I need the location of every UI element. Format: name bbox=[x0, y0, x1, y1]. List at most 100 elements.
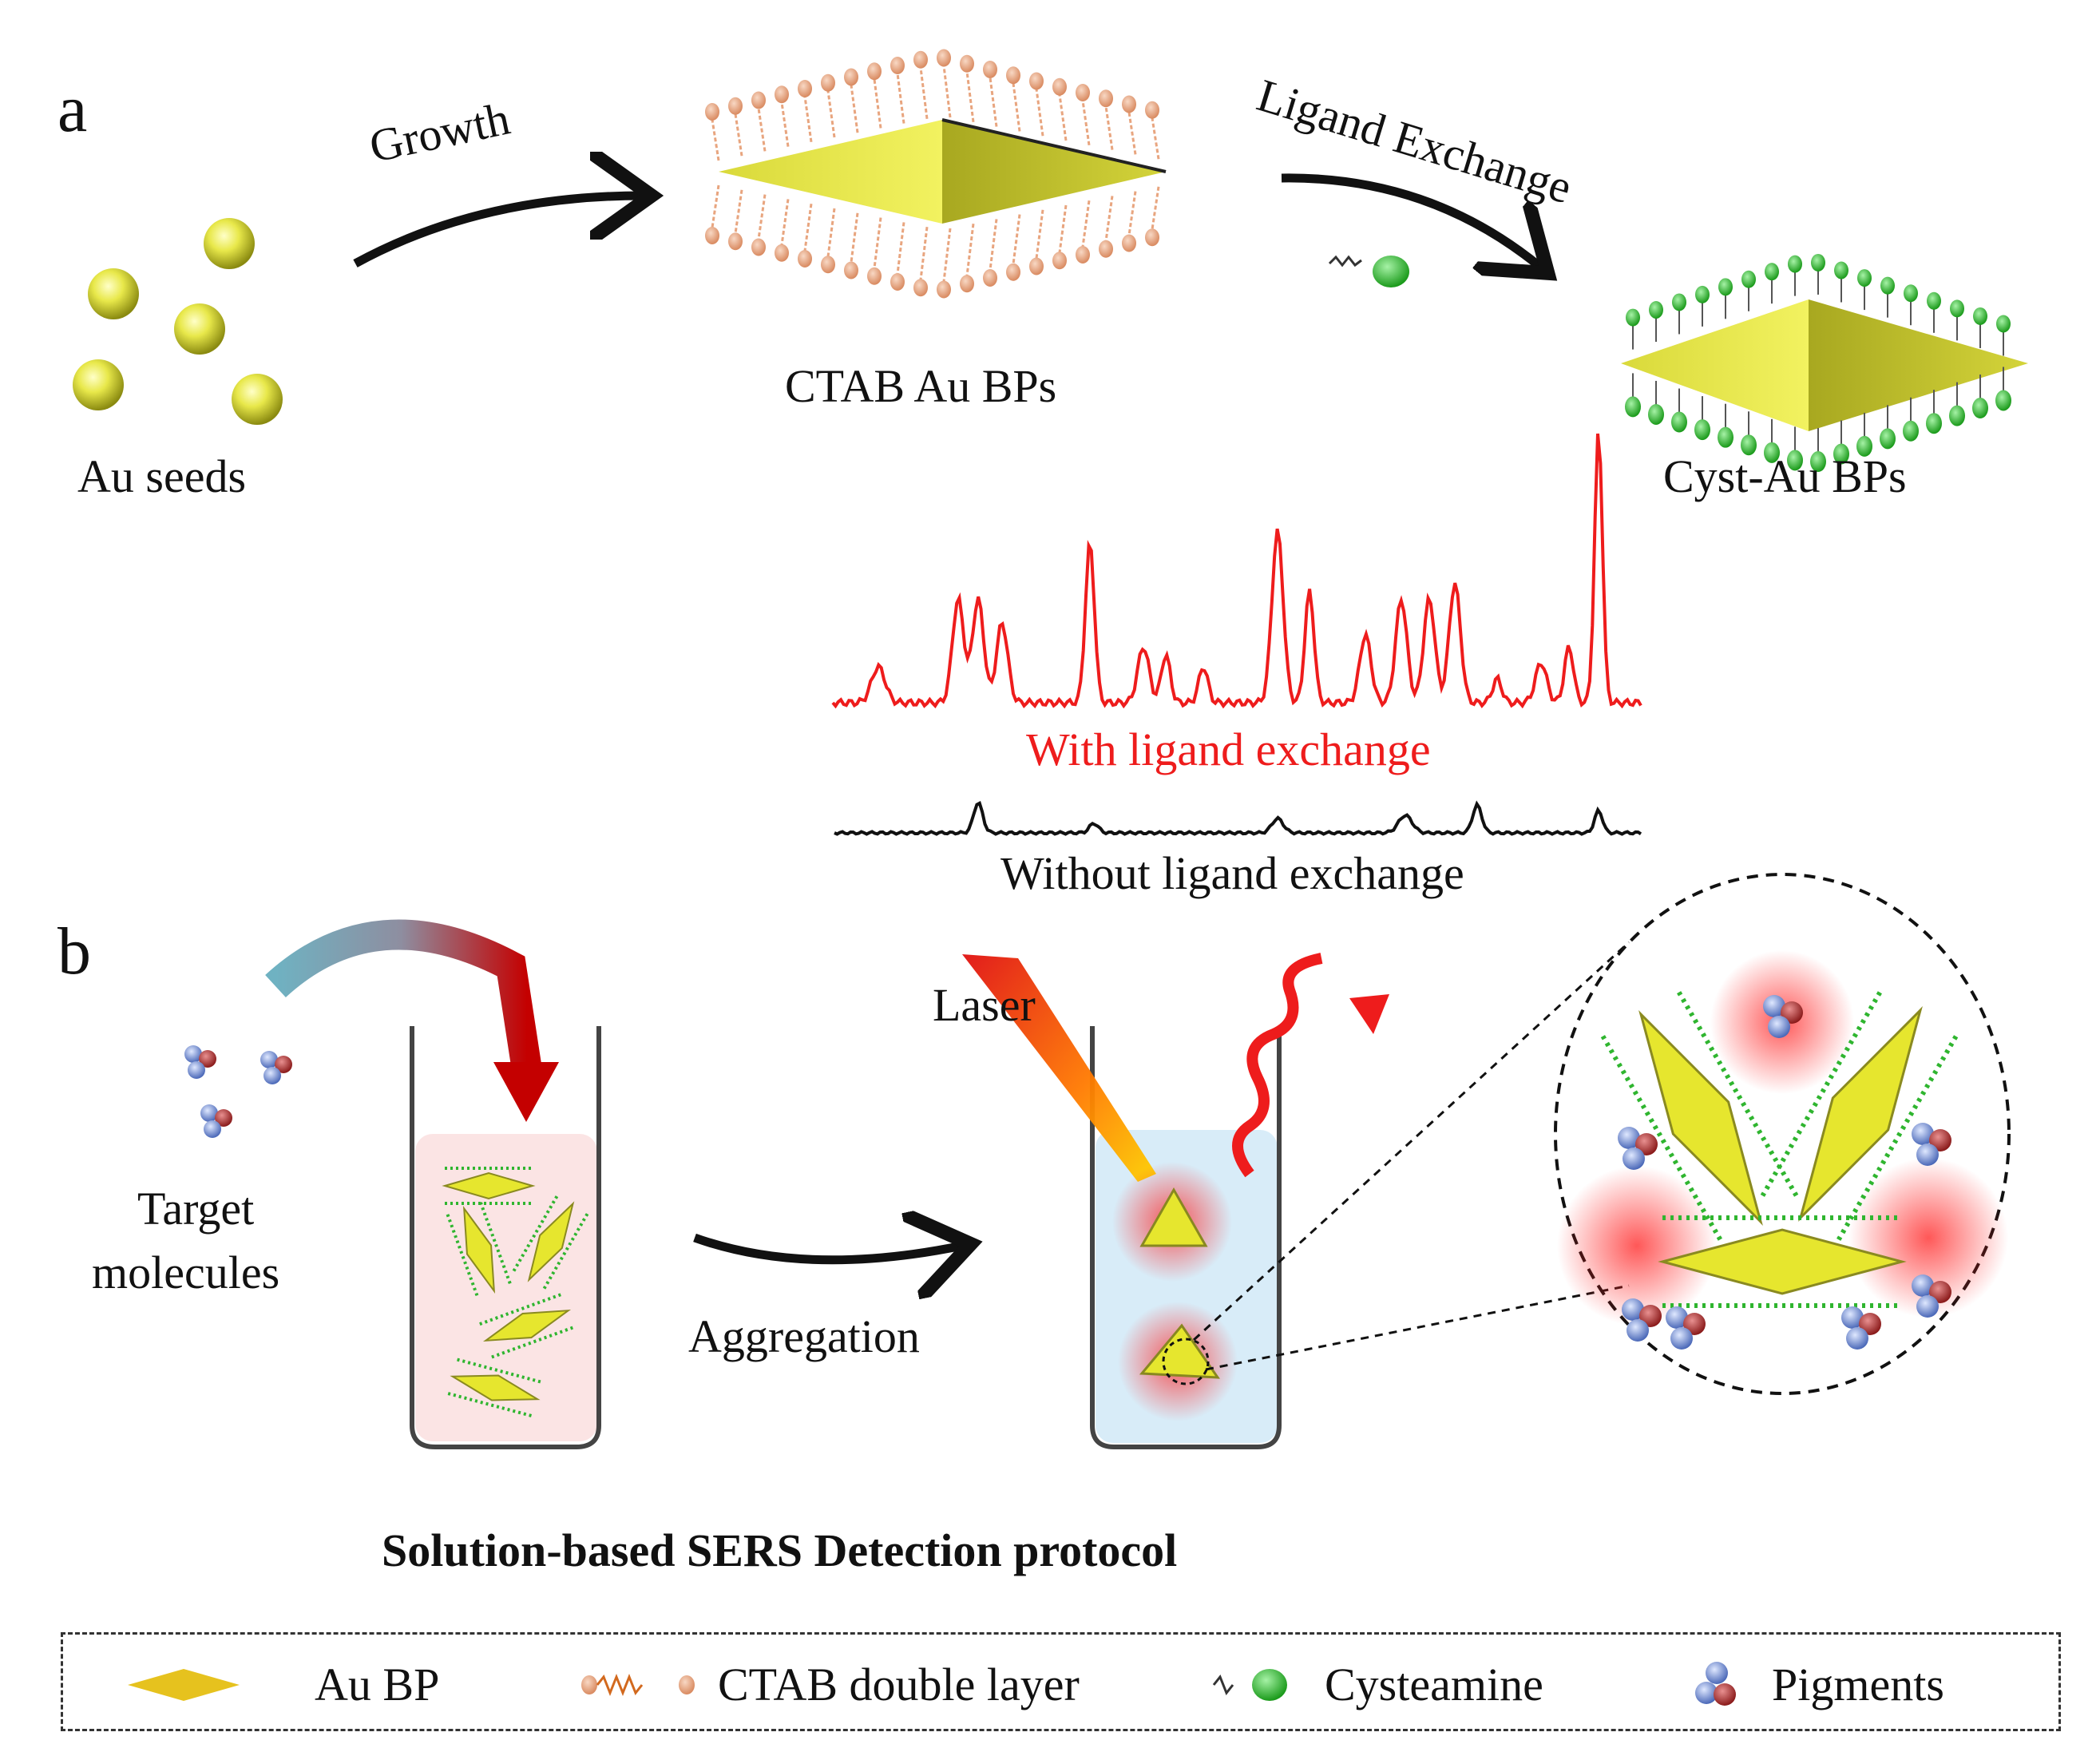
au-bp-icon bbox=[512, 1194, 590, 1290]
ctab-tail bbox=[780, 199, 790, 245]
pigment-atom bbox=[1912, 1274, 1934, 1297]
ctab-tail bbox=[803, 203, 813, 252]
cysteamine-head bbox=[1695, 285, 1710, 303]
add-molecules-arrow-icon bbox=[265, 919, 542, 1072]
ctab-tail bbox=[873, 79, 882, 129]
figure-title: Solution-based SERS Detection protocol bbox=[382, 1524, 1178, 1576]
au-bp-icon bbox=[479, 1292, 575, 1359]
ctab-tail bbox=[850, 85, 859, 133]
cysteamine-head bbox=[1950, 299, 1964, 318]
au-bp-icon bbox=[446, 1202, 513, 1298]
cysteamine-head bbox=[1926, 413, 1942, 434]
ctab-tail bbox=[896, 222, 905, 275]
cysteamine-head bbox=[1741, 434, 1757, 456]
ctab-tail bbox=[1058, 204, 1068, 253]
pigment-atom bbox=[1618, 1127, 1640, 1149]
ctab-head bbox=[983, 61, 997, 78]
zoom-guide-line bbox=[1205, 1284, 1630, 1371]
cysteamine-head bbox=[1857, 269, 1872, 287]
ctab-head bbox=[1029, 72, 1044, 90]
ctab-tail bbox=[757, 108, 767, 152]
au-seed-icon bbox=[232, 374, 283, 425]
pigment-atom bbox=[204, 1120, 221, 1138]
legend-pigments-icon bbox=[1695, 1662, 1736, 1706]
cysteamine-head bbox=[1625, 396, 1641, 418]
ctab-tail bbox=[919, 67, 929, 119]
ctab-tail bbox=[803, 96, 813, 143]
pigment-atom bbox=[1859, 1313, 1881, 1335]
pigment-atom bbox=[1929, 1281, 1951, 1303]
pigment-atom bbox=[1768, 1016, 1790, 1038]
ctab-head bbox=[960, 54, 974, 73]
aggregate-lower bbox=[1118, 1302, 1238, 1421]
au-seed-icon bbox=[174, 303, 225, 355]
ctab-tail bbox=[896, 73, 905, 124]
cysteamine-head bbox=[1718, 278, 1733, 296]
pigment-atom bbox=[184, 1045, 202, 1063]
au-seeds-group bbox=[73, 218, 283, 425]
cysteamine-head bbox=[1626, 308, 1640, 327]
ctab-au-bp-icon bbox=[705, 49, 1167, 299]
pigment-atom bbox=[260, 1051, 278, 1068]
ctab-tail bbox=[1035, 89, 1044, 137]
ctab-tail bbox=[989, 219, 998, 271]
legend: Au BP CTAB double layer Cysteamine Pigme… bbox=[61, 1632, 2061, 1731]
ctab-head bbox=[775, 85, 789, 104]
ctab-head bbox=[775, 244, 789, 262]
pigment-atom bbox=[1683, 1313, 1706, 1335]
ctab-au-bps-label: CTAB Au BPs bbox=[785, 360, 1057, 412]
ctab-head bbox=[1052, 252, 1067, 270]
target-molecules-group bbox=[184, 1045, 292, 1138]
legend-au-bp-icon bbox=[128, 1669, 240, 1701]
ctab-tail bbox=[1151, 186, 1160, 230]
pigment-atom bbox=[188, 1061, 205, 1079]
ctab-head bbox=[913, 279, 928, 297]
ctab-head bbox=[1145, 228, 1159, 247]
ctab-head bbox=[937, 49, 951, 67]
ctab-tail bbox=[1081, 100, 1091, 146]
pigment-atom bbox=[1670, 1327, 1693, 1350]
add-molecules-arrowhead-icon bbox=[493, 1062, 559, 1122]
ctab-head bbox=[705, 103, 719, 121]
aggregate-upper bbox=[1112, 1162, 1232, 1282]
cysteamine-head bbox=[1973, 307, 1987, 325]
ctab-tail bbox=[942, 65, 952, 118]
zoomed-aggregate-inset bbox=[1554, 873, 2011, 1395]
ctab-tail bbox=[873, 217, 882, 268]
cyst-au-bp-icon bbox=[1621, 253, 2028, 473]
au-seed-icon bbox=[88, 268, 139, 319]
aggregation-label: Aggregation bbox=[688, 1310, 920, 1362]
cysteamine-head bbox=[1880, 428, 1896, 450]
ctab-tail bbox=[1012, 214, 1021, 264]
pigment-atom bbox=[1623, 1147, 1645, 1170]
panel-a-letter: a bbox=[57, 72, 88, 146]
ctab-head bbox=[1099, 89, 1113, 108]
au-bp-icon bbox=[447, 1358, 543, 1418]
cysteamine-head bbox=[1764, 442, 1780, 463]
cysteamine-head bbox=[1694, 419, 1710, 441]
legend-item-au-bp: Au BP bbox=[315, 1658, 440, 1710]
cysteamine-head bbox=[1904, 284, 1918, 303]
target-molecules-label-line2: molecules bbox=[92, 1247, 280, 1298]
ctab-tail bbox=[1127, 112, 1137, 155]
ctab-head bbox=[821, 73, 835, 92]
cysteamine-head bbox=[1834, 261, 1848, 279]
legend-item-pigments: Pigments bbox=[1772, 1658, 1944, 1710]
ctab-tail bbox=[919, 227, 929, 280]
cysteamine-head bbox=[1880, 276, 1895, 295]
cysteamine-molecule-icon bbox=[1328, 255, 1409, 287]
legend-ctab-icon bbox=[581, 1673, 695, 1697]
ligand-exchange-arrow-icon bbox=[1281, 173, 1541, 268]
cysteamine-head bbox=[1765, 263, 1779, 281]
pigment-atom bbox=[199, 1050, 216, 1068]
ctab-head bbox=[913, 50, 928, 69]
cysteamine-head bbox=[1718, 426, 1733, 448]
ctab-head bbox=[798, 80, 812, 97]
cysteamine-head bbox=[1672, 293, 1686, 311]
au-bp-icon bbox=[1658, 1215, 1907, 1308]
cysteamine-head bbox=[1648, 403, 1664, 425]
laser-label: Laser bbox=[933, 979, 1036, 1031]
panel-b-letter: b bbox=[57, 914, 91, 989]
ctab-tail bbox=[1151, 117, 1160, 160]
